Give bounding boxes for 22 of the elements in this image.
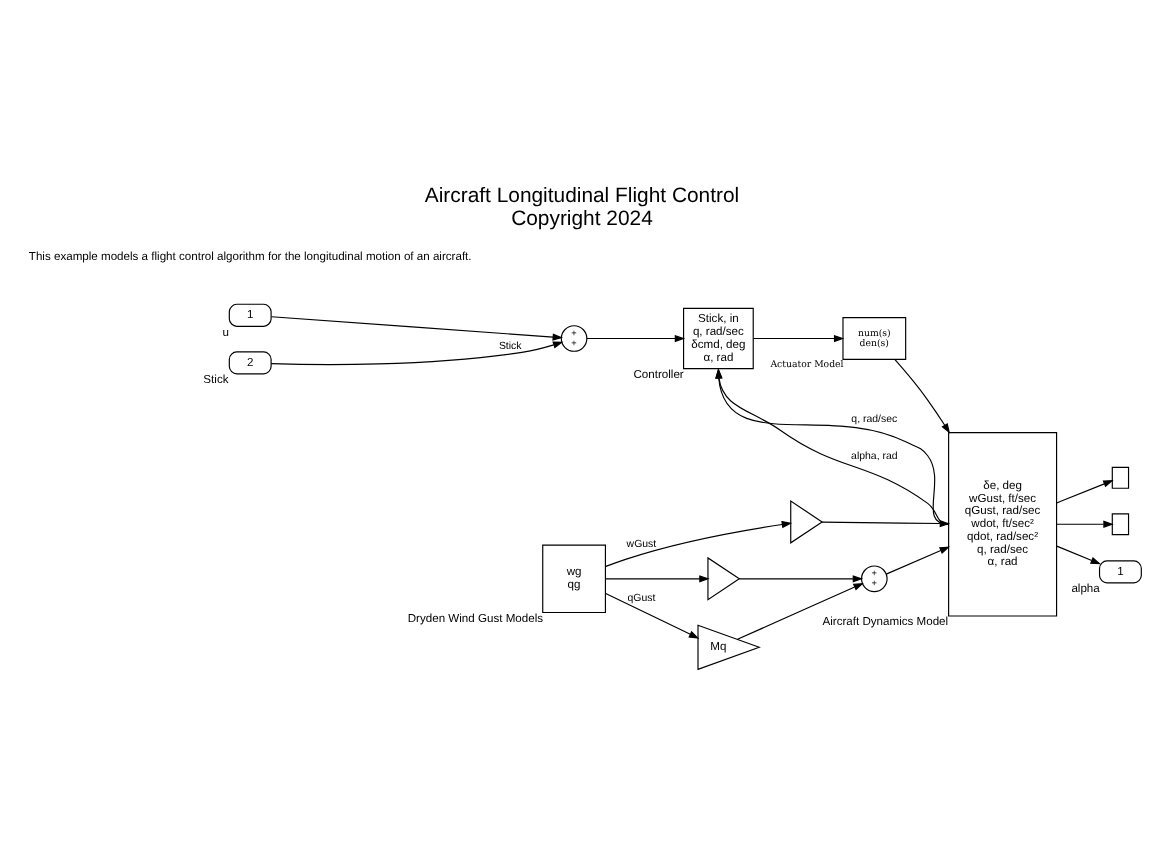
arrow (894, 357, 951, 433)
arrow (605, 574, 710, 582)
arrow (821, 518, 951, 527)
node-triangle (707, 555, 741, 600)
arrow (736, 581, 864, 639)
arrow (605, 591, 700, 638)
arrow (605, 519, 793, 566)
arrow (738, 574, 864, 582)
arrow (885, 545, 951, 574)
caption: Copyright 2024 (511, 208, 653, 231)
arrow (1056, 479, 1114, 503)
node-box (1111, 465, 1130, 488)
arrow (586, 333, 686, 342)
arrow (270, 340, 564, 365)
node-triangle (790, 498, 824, 543)
node-box (1111, 512, 1130, 535)
arrow (1056, 519, 1114, 527)
arrow (270, 315, 564, 340)
arrow (1056, 544, 1102, 564)
diagram-title: Aircraft Longitudinal Flight Control (424, 185, 740, 207)
arrow (715, 367, 950, 524)
arrow (752, 333, 845, 342)
